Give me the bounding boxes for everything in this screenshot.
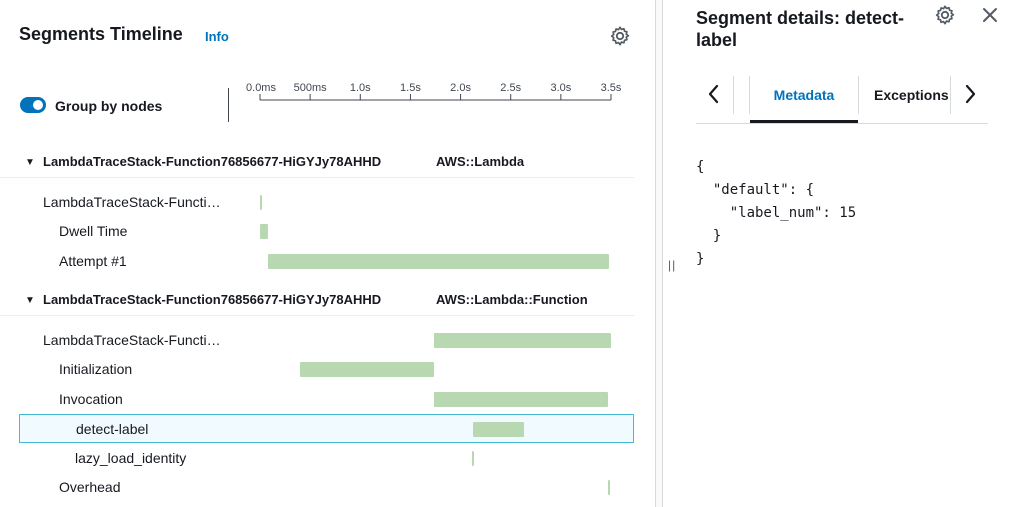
segment-row[interactable]: Overhead bbox=[19, 473, 634, 502]
details-tabs: Metadata Exceptions bbox=[696, 72, 988, 124]
segment-row-label: Invocation bbox=[59, 390, 123, 407]
drag-handle-icon[interactable]: || bbox=[668, 258, 677, 272]
segment-row-label: Initialization bbox=[59, 361, 133, 378]
axis-tick-label: 500ms bbox=[293, 82, 327, 94]
segments-timeline-panel: Segments Timeline Info Group by nodes 0.… bbox=[0, 24, 634, 502]
group-by-nodes-label: Group by nodes bbox=[55, 98, 163, 114]
axis-tick-label: 3.5s bbox=[600, 82, 622, 94]
tab-separator bbox=[749, 76, 750, 114]
node-group-header[interactable]: ▼ LambdaTraceStack-Function76856677-HiGYJ… bbox=[0, 286, 634, 316]
segment-row-label: Overhead bbox=[59, 479, 121, 495]
tab-metadata[interactable]: Metadata bbox=[750, 72, 858, 123]
axis-tick-label: 1.5s bbox=[400, 82, 421, 94]
segment-row[interactable]: Initialization bbox=[19, 355, 634, 384]
segment-duration-bar[interactable] bbox=[434, 333, 611, 348]
segment-duration-bar[interactable] bbox=[607, 480, 610, 495]
axis-tick-label: 1.0s bbox=[349, 82, 371, 94]
segment-duration-bar[interactable] bbox=[268, 253, 609, 269]
close-icon[interactable] bbox=[980, 5, 1000, 25]
segment-details-panel: Segment details: detect-label Metadata E… bbox=[663, 0, 1024, 507]
ruler-divider bbox=[228, 88, 229, 122]
segment-row-label: Attempt #1 bbox=[59, 252, 127, 269]
timeline-title: Segments Timeline bbox=[19, 24, 183, 44]
node-group-type: AWS::Lambda bbox=[436, 154, 525, 169]
caret-down-icon[interactable]: ▼ bbox=[25, 295, 35, 306]
time-axis bbox=[259, 94, 612, 101]
axis-tick-label: 0.0ms bbox=[246, 82, 276, 94]
segment-row-label: LambdaTraceStack-Functi… bbox=[43, 194, 221, 210]
segment-row-label: lazy_load_identity bbox=[75, 449, 187, 466]
tab-separator bbox=[733, 76, 734, 114]
segment-row[interactable]: detect-label bbox=[19, 414, 634, 444]
segment-duration-bar[interactable] bbox=[471, 450, 474, 466]
details-settings-gear-icon[interactable] bbox=[934, 4, 956, 26]
axis-tick-label: 2.0s bbox=[450, 82, 471, 94]
segment-row[interactable]: LambdaTraceStack-Functi… bbox=[19, 326, 634, 355]
node-group-name: LambdaTraceStack-Function76856677-HiGYJy… bbox=[43, 292, 382, 307]
toggle-knob bbox=[33, 100, 43, 110]
tab-separator bbox=[950, 76, 951, 114]
node-group-header[interactable]: ▼ LambdaTraceStack-Function76856677-HiGYJ… bbox=[0, 148, 634, 178]
tab-exceptions[interactable]: Exceptions bbox=[874, 87, 948, 103]
segment-duration-bar[interactable] bbox=[300, 362, 435, 378]
segment-row[interactable]: Invocation bbox=[19, 385, 634, 414]
caret-down-icon[interactable]: ▼ bbox=[25, 157, 35, 168]
segment-row-label: LambdaTraceStack-Functi… bbox=[43, 332, 221, 348]
segment-row-label: detect-label bbox=[76, 421, 149, 438]
settings-gear-icon[interactable] bbox=[609, 25, 631, 47]
segment-duration-bar[interactable] bbox=[260, 195, 262, 210]
tab-separator bbox=[858, 76, 859, 114]
group-by-nodes-toggle[interactable] bbox=[20, 97, 46, 113]
segment-row[interactable]: LambdaTraceStack-Functi… bbox=[19, 188, 634, 217]
info-link[interactable]: Info bbox=[205, 29, 229, 44]
segment-duration-bar[interactable] bbox=[434, 391, 608, 407]
node-group-name: LambdaTraceStack-Function76856677-HiGYJy… bbox=[43, 154, 382, 169]
node-group-type: AWS::Lambda::Function bbox=[436, 292, 588, 307]
segment-row-label: Dwell Time bbox=[59, 223, 128, 240]
metadata-json: { "default": { "label_num": 15 } } bbox=[696, 159, 857, 267]
segment-row[interactable]: Dwell Time bbox=[19, 217, 634, 246]
axis-tick-label: 2.5s bbox=[500, 82, 522, 94]
tab-prev-chevron-left-icon[interactable] bbox=[696, 72, 732, 116]
segment-row[interactable]: Attempt #1 bbox=[19, 247, 634, 276]
axis-tick-label: 3.0s bbox=[550, 82, 572, 94]
tab-next-chevron-right-icon[interactable] bbox=[952, 72, 988, 116]
segment-row[interactable]: lazy_load_identity bbox=[19, 444, 634, 473]
panel-splitter[interactable] bbox=[655, 0, 663, 507]
details-title: Segment details: detect-label bbox=[696, 8, 905, 50]
segment-duration-bar[interactable] bbox=[472, 422, 524, 438]
segment-duration-bar[interactable] bbox=[260, 224, 269, 240]
